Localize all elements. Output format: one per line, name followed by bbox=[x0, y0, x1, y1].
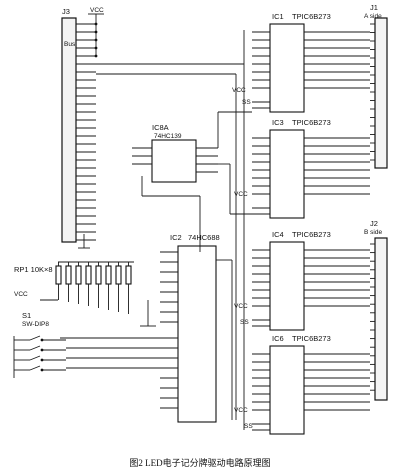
resistor-element bbox=[125, 265, 132, 285]
vcc-label-ic1: VCC bbox=[232, 87, 246, 94]
resistor-element bbox=[65, 265, 72, 285]
resistor-element bbox=[85, 265, 92, 285]
latch-ic3: IC3 TPIC6B273 bbox=[252, 118, 370, 219]
decoder-ic8a-part: 74HC139 bbox=[154, 133, 182, 140]
resistor-element bbox=[75, 265, 82, 285]
latch-ic1-part: TPIC6B273 bbox=[292, 12, 331, 21]
ss-label-ic1: SS bbox=[242, 99, 251, 106]
figure-caption: 图2 LED电子记分牌驱动电路原理图 bbox=[129, 457, 270, 468]
latch-ic4: IC4 TPIC6B273 bbox=[252, 230, 370, 331]
latch-ic6: IC6 TPIC6B273 bbox=[252, 334, 370, 435]
junction-dot bbox=[94, 46, 98, 50]
comparator-ic2: IC2 74HC688 bbox=[160, 233, 232, 423]
resistor-pack-rp1: RP1 10K×8 bbox=[14, 261, 134, 314]
vcc-label-ic3: VCC bbox=[234, 191, 248, 198]
latch-ic1-pins bbox=[252, 31, 370, 109]
junction-dot bbox=[94, 30, 98, 34]
ss-label-ic4: SS bbox=[240, 319, 249, 326]
connector-j2-name: B side bbox=[364, 229, 382, 236]
decoder-ic8a-pins bbox=[132, 147, 218, 173]
dip-switch-type: SW-DIP8 bbox=[22, 321, 49, 328]
connector-j1: J1 A side bbox=[364, 3, 388, 169]
junction-dot bbox=[40, 358, 44, 362]
junction-dot bbox=[94, 38, 98, 42]
latch-ic3-part: TPIC6B273 bbox=[292, 118, 331, 127]
junction-dot bbox=[94, 22, 98, 26]
connector-j1-ref: J1 bbox=[370, 3, 378, 12]
latch-ic1-ref: IC1 bbox=[272, 12, 284, 21]
ss-label-ic6: SS bbox=[244, 423, 253, 430]
dip-switch-ref: S1 bbox=[22, 311, 31, 320]
resistor-pack-ref: RP1 10K×8 bbox=[14, 265, 53, 274]
dip-switch-body bbox=[13, 335, 66, 378]
connector-j3-pins bbox=[76, 23, 96, 241]
vcc-label-ic6: VCC bbox=[234, 407, 248, 414]
vcc-label-rpack: VCC bbox=[14, 291, 28, 298]
junction-dot bbox=[94, 54, 98, 58]
latch-ic1: IC1 TPIC6B273 bbox=[252, 12, 370, 113]
junction-dot bbox=[40, 348, 44, 352]
connector-j3-sub: Bus bbox=[64, 41, 76, 48]
latch-ic4-part: TPIC6B273 bbox=[292, 230, 331, 239]
switch-contact bbox=[29, 365, 41, 371]
comparator-ic2-ref: IC2 bbox=[170, 233, 182, 242]
connector-j1-name: A side bbox=[364, 13, 382, 20]
wiring bbox=[60, 13, 375, 430]
connector-j2: J2 B side bbox=[364, 219, 388, 401]
resistor-element bbox=[55, 265, 62, 285]
latch-ic3-ref: IC3 bbox=[272, 118, 284, 127]
switch-contact bbox=[29, 345, 41, 351]
latch-ic6-part: TPIC6B273 bbox=[292, 334, 331, 343]
decoder-ic8a-ref: IC8A bbox=[152, 123, 169, 132]
latch-ic3-pins bbox=[252, 137, 370, 215]
switch-contact bbox=[29, 355, 41, 361]
latch-ic4-ref: IC4 bbox=[272, 230, 284, 239]
latch-ic4-pins bbox=[252, 249, 370, 327]
resistor-element bbox=[115, 265, 122, 285]
connector-j3-ref: J3 bbox=[62, 7, 70, 16]
vcc-label-top: VCC bbox=[90, 7, 104, 14]
comparator-ic2-pins bbox=[160, 251, 232, 409]
connector-j2-ref: J2 bbox=[370, 219, 378, 228]
resistor-element bbox=[105, 265, 112, 285]
resistor-element bbox=[95, 265, 102, 285]
vcc-label-ic4: VCC bbox=[234, 303, 248, 310]
dip-switch-s1: S1 SW-DIP8 bbox=[13, 311, 66, 378]
latch-ic6-pins bbox=[252, 353, 370, 431]
comparator-ic2-part: 74HC688 bbox=[188, 233, 220, 242]
junction-dot bbox=[40, 368, 44, 372]
switch-contact bbox=[29, 335, 41, 341]
connector-j3: J3 Bus VCC bbox=[61, 7, 104, 243]
decoder-ic8a: IC8A 74HC139 bbox=[132, 123, 218, 183]
latch-ic6-ref: IC6 bbox=[272, 334, 284, 343]
resistor-pack-body bbox=[40, 261, 134, 314]
junction-dot bbox=[40, 338, 44, 342]
